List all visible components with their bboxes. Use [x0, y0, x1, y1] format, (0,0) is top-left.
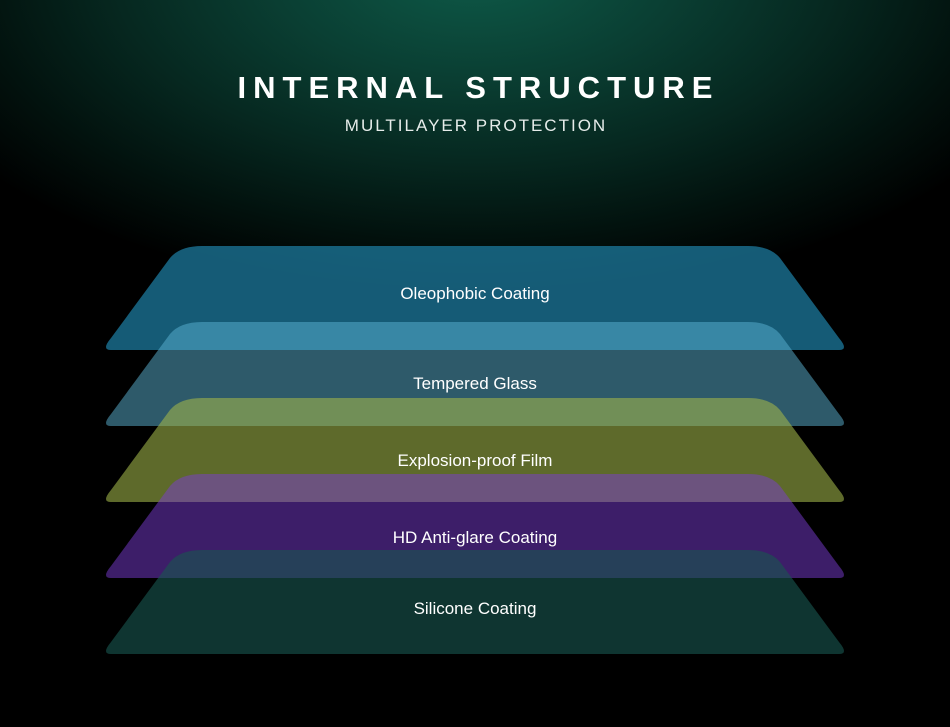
layer-shape-silicone-coating [106, 550, 844, 654]
layer-label-oleophobic-coating: Oleophobic Coating [400, 284, 550, 303]
layer-label-tempered-glass: Tempered Glass [413, 374, 537, 393]
page-title: INTERNAL STRUCTURE [237, 70, 720, 105]
layer-label-hd-anti-glare-coating: HD Anti-glare Coating [392, 528, 558, 547]
layer-label-silicone-coating: Silicone Coating [413, 599, 537, 618]
page-subtitle: MULTILAYER PROTECTION [344, 116, 608, 135]
layer-label-explosion-proof-film: Explosion-proof Film [397, 451, 553, 470]
